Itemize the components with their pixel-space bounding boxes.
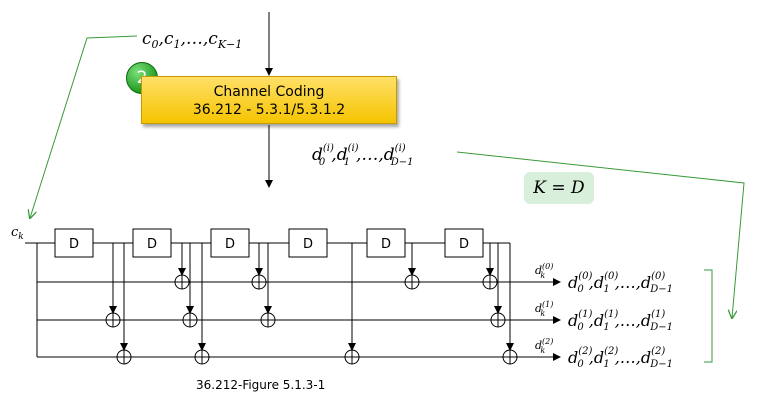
k-equals-d-label: K = D	[524, 172, 594, 204]
delay-box	[132, 228, 172, 258]
input-sequence: c0,c1,…,cK−1	[142, 29, 242, 51]
delay-label: D	[459, 237, 469, 252]
delay-label: D	[381, 237, 391, 252]
output-tap-label: d(2)k	[535, 337, 553, 355]
channel-coding-title: Channel Coding	[213, 84, 325, 100]
green-connector-input	[30, 35, 138, 218]
output-sequence-1: d(1)0,d(1)1,…,d(1)D−1	[568, 309, 673, 333]
delay-box	[444, 228, 484, 258]
output-tap-label: d(0)k	[535, 262, 553, 280]
delay-label: D	[147, 237, 157, 252]
figure-caption: 36.212-Figure 5.1.3-1	[196, 378, 326, 392]
channel-coding-block: Channel Coding 36.212 - 5.3.1/5.3.1.2	[141, 76, 397, 124]
output-sequence-2: d(2)0,d(2)1,…,d(2)D−1	[568, 346, 673, 370]
output-tap-label: d(1)k	[535, 300, 553, 318]
green-connector-output	[456, 151, 745, 318]
output-bracket	[704, 269, 713, 363]
output-sequence-0: d(0)0,d(0)1,…,d(0)D−1	[568, 271, 673, 295]
delay-label: D	[225, 237, 235, 252]
delay-box	[366, 228, 406, 258]
delay-box	[288, 228, 328, 258]
delay-label: D	[303, 237, 313, 252]
output-sequence: d(i)0,d(i)1,…,d(i)D−1	[312, 143, 413, 168]
encoder-input-label: ck	[11, 225, 24, 242]
delay-box	[210, 228, 250, 258]
convolutional-encoder: D D D D D Dd(0)k d(0)0,d(0)1,…,d(0)D−1 d(1)k d(1…	[25, 228, 713, 370]
delay-label: D	[69, 237, 79, 252]
delay-box	[54, 228, 94, 258]
channel-coding-subtitle: 36.212 - 5.3.1/5.3.1.2	[192, 102, 346, 118]
